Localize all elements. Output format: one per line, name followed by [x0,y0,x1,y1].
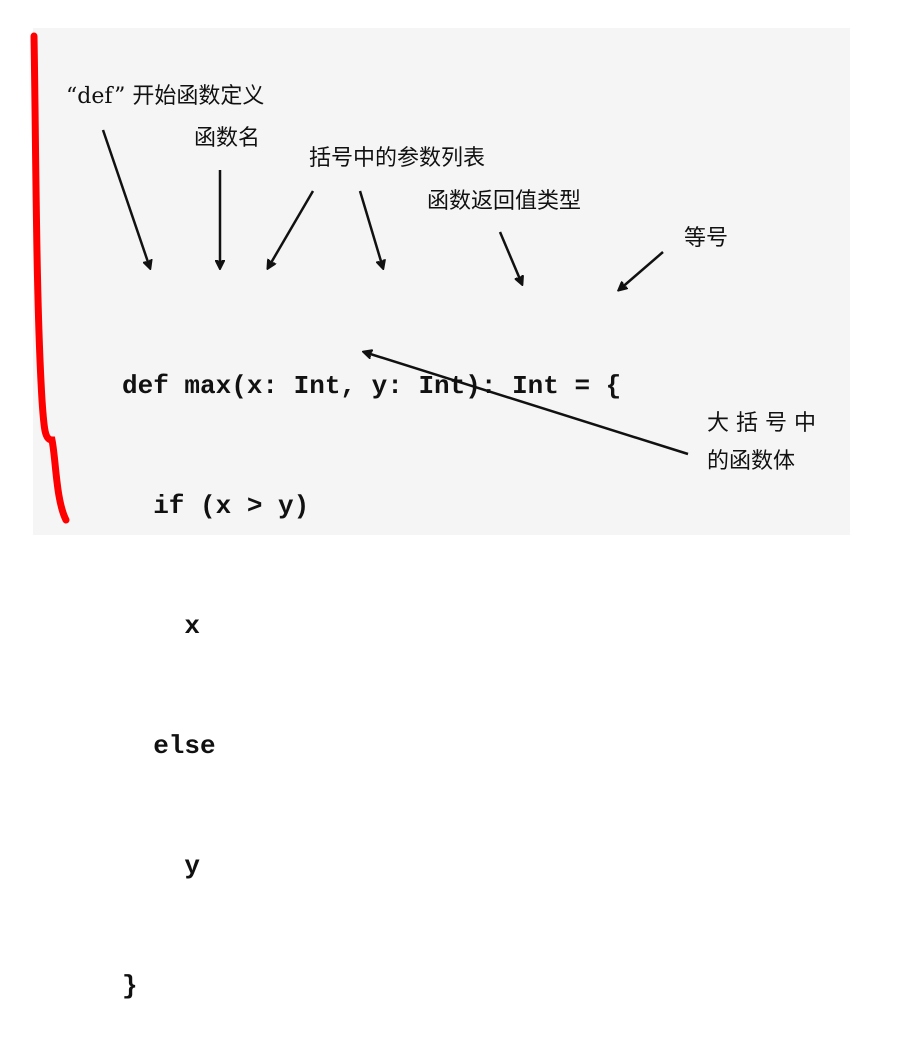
arrow-def [101,129,150,268]
diagram-panel [33,28,850,535]
code-line: def max(x: Int, y: Int): Int = { [122,371,622,401]
arrow-param-x [268,190,315,268]
arrow-equals [619,251,664,290]
code-block: def max(x: Int, y: Int): Int = { if (x >… [122,286,621,1046]
label-def-start: “def” 开始函数定义 [66,84,265,109]
code-line: } [122,971,138,1001]
label-param-list: 括号中的参数列表 [309,146,486,171]
arrow-param-y [358,190,383,268]
label-body-2: 的函数体 [707,449,796,474]
arrow-return-type [498,231,522,284]
code-line: y [122,851,201,881]
code-line: if (x > y) [122,491,310,521]
label-func-name: 函数名 [194,126,261,151]
code-line: else [122,731,216,761]
arrow-body [364,352,689,456]
label-equals: 等号 [684,226,729,251]
annotation-layer [30,32,689,524]
label-body-1: 大 括 号 中 [707,411,816,436]
label-return-type: 函数返回值类型 [427,189,582,214]
code-line: x [122,611,201,641]
red-marker-stroke [30,32,70,524]
